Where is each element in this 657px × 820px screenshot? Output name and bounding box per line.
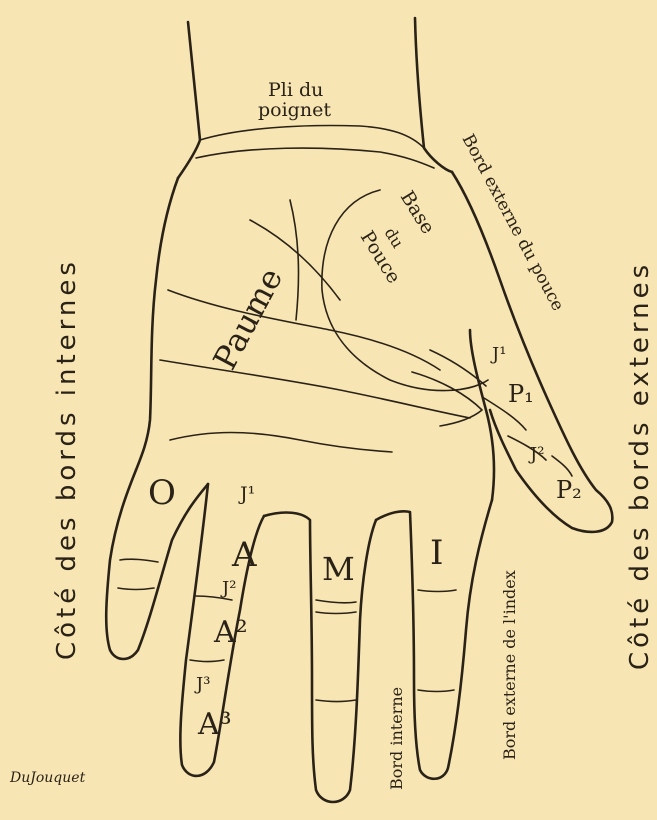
index-finger-label: I	[430, 533, 443, 573]
ring-finger-label: A	[231, 535, 257, 575]
artist-signature: DuJouquet	[9, 770, 86, 786]
thumb-phalanx-1-label: P₁	[508, 380, 534, 408]
ring-phalanx-3-label: A³	[197, 707, 232, 742]
side-label-left: Côté des bords internes	[52, 258, 82, 660]
thumb-joint-1-label: J¹	[490, 344, 506, 365]
thumb-joint-2-label: J²	[528, 444, 544, 465]
ring-phalanx-2-label: A²	[213, 615, 248, 650]
thumb-outer-edge-label: Bord externe du pouce	[458, 131, 568, 314]
side-label-right: Côté des bords externes	[625, 261, 655, 670]
middle-finger-label: M	[322, 550, 355, 588]
ring-joint-3-label: J³	[194, 674, 210, 695]
thumb-base-label-1: Base	[396, 187, 439, 238]
ring-joint-1-label: J¹	[238, 483, 255, 505]
wrist-crease-label-2: poignet	[258, 99, 331, 121]
little-finger-label: O	[148, 473, 176, 513]
ring-joint-2-label: J²	[220, 578, 236, 599]
wrist-crease-label-1: Pli du	[268, 79, 323, 101]
hand-outline	[106, 18, 612, 802]
index-outer-edge-label: Bord externe de l'index	[500, 570, 519, 760]
palm-label: Paume	[206, 262, 291, 376]
thumb-phalanx-2-label: P₂	[556, 476, 582, 504]
inner-edge-label: Bord interne	[387, 687, 406, 790]
